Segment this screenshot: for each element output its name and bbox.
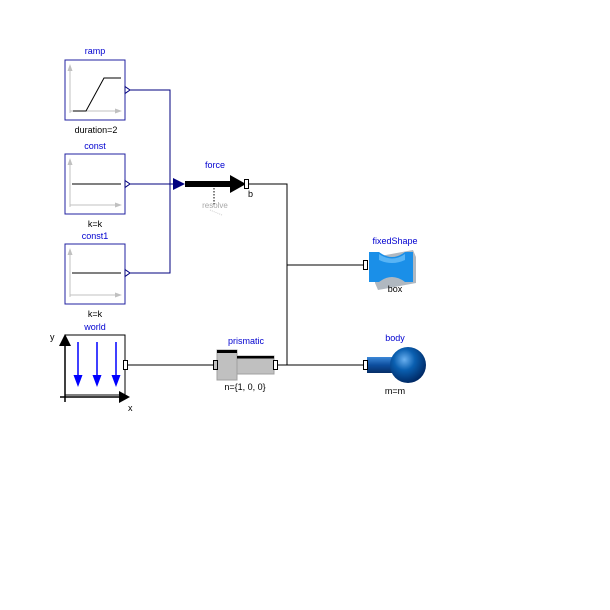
body-frame-a-port[interactable] — [363, 360, 368, 370]
prismatic-frame-a-port[interactable] — [213, 360, 218, 370]
const1-output-port[interactable] — [124, 268, 131, 278]
prismatic-name: prismatic — [228, 336, 265, 346]
force-name: force — [205, 160, 225, 170]
body-param: m=m — [385, 386, 405, 396]
fixedShape-param: box — [388, 284, 403, 294]
const1-name: const1 — [82, 231, 109, 241]
gravity-frame-icon — [59, 334, 130, 403]
fixedShape-frame-a-port[interactable] — [363, 260, 368, 270]
const-block[interactable]: const k=k — [64, 141, 131, 229]
ramp-output-port[interactable] — [124, 85, 131, 95]
const1-param: k=k — [88, 309, 103, 319]
prismatic-param: n={1, 0, 0} — [224, 382, 265, 392]
signal-line-const1[interactable] — [130, 184, 171, 274]
world-frame-b-port[interactable] — [123, 360, 128, 370]
force-resolve-port[interactable] — [209, 209, 223, 216]
force-resolve-label: resolve — [202, 201, 228, 210]
prismatic-block[interactable]: prismatic n={1, 0, 0} — [213, 336, 278, 392]
ramp-name: ramp — [85, 46, 106, 56]
box-shape-icon — [369, 250, 416, 290]
force-block[interactable]: force b resolve — [173, 160, 253, 216]
const-param: k=k — [88, 219, 103, 229]
connections — [127, 89, 365, 366]
ramp-param: duration=2 — [75, 125, 118, 135]
ramp-block[interactable]: ramp duration=2 — [64, 46, 131, 135]
force-input-port[interactable] — [173, 178, 185, 190]
mech-line-force-to-prismatic[interactable] — [248, 183, 288, 365]
prismatic-joint-icon — [216, 349, 275, 381]
world-name: world — [83, 322, 106, 332]
prismatic-frame-b-port[interactable] — [273, 360, 278, 370]
fixedShape-name: fixedShape — [372, 236, 417, 246]
force-frame-b-port[interactable] — [244, 179, 249, 189]
body-name: body — [385, 333, 405, 343]
constant-signal-icon — [67, 248, 122, 298]
constant-signal-icon — [67, 158, 122, 208]
world-axis-x: x — [128, 403, 133, 413]
const-name: const — [84, 141, 106, 151]
body-block[interactable]: body m=m — [363, 333, 427, 396]
body-sphere-icon — [367, 347, 426, 383]
world-block[interactable]: world y x — [50, 322, 133, 413]
fixedShape-block[interactable]: fixedShape box — [363, 236, 418, 294]
ramp-signal-icon — [67, 64, 122, 114]
world-axis-y: y — [50, 332, 55, 342]
signal-line-ramp[interactable] — [130, 89, 180, 185]
const-output-port[interactable] — [124, 179, 131, 189]
const1-block[interactable]: const1 k=k — [64, 231, 131, 319]
force-arrow-icon — [185, 175, 246, 205]
force-port-b-label: b — [248, 189, 253, 199]
